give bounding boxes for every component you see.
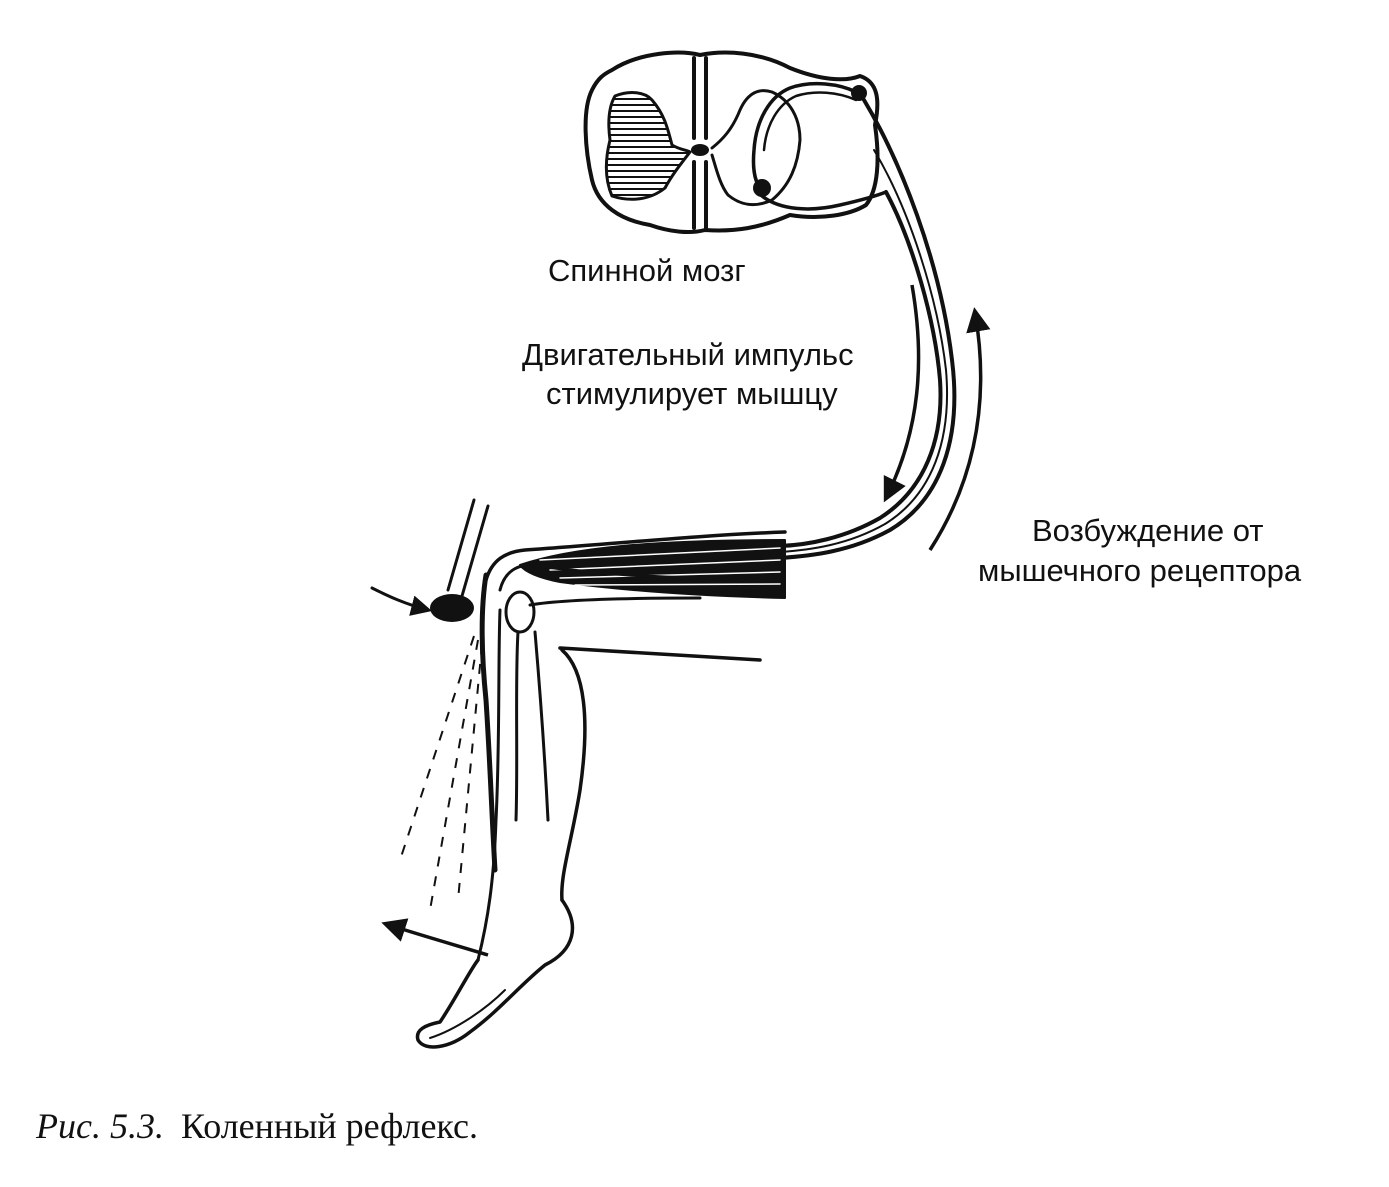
ganglion-cell-body	[851, 85, 867, 101]
hammer-handle	[446, 498, 490, 598]
reflex-hammer	[370, 498, 490, 622]
central-canal	[691, 144, 709, 156]
sensory-neuron-loop-inner	[762, 91, 858, 152]
receptor-label-line2: мышечного рецептора	[978, 553, 1302, 588]
quadriceps-muscle	[519, 539, 786, 599]
swing-dashed-line-1	[399, 635, 475, 861]
lower-leg	[415, 572, 587, 1049]
kick-direction-arrow	[381, 918, 489, 957]
sensory-neuron-loop	[751, 81, 858, 194]
grey-matter-left	[605, 91, 692, 201]
foot	[415, 898, 575, 1049]
nerve-fiber-inner	[778, 190, 943, 548]
spinal-cord-cross-section	[583, 50, 888, 235]
swing-dashed-line-3	[457, 643, 483, 901]
femur	[498, 563, 782, 607]
tibia	[514, 630, 550, 822]
thigh-top-outline	[484, 530, 787, 582]
figure-caption: Рис. 5.3. Коленный рефлекс.	[36, 1105, 478, 1147]
hammer-head	[430, 594, 474, 622]
motor-neuron-body	[753, 179, 771, 197]
swing-dashed-line-2	[429, 639, 479, 911]
anterior-median-fissure	[692, 160, 708, 230]
thigh	[484, 530, 787, 662]
motor-impulse-label-line2: стимулирует мышцу	[546, 376, 838, 411]
strike-arrow	[370, 586, 433, 616]
impulse-arrows	[883, 284, 991, 551]
spinal-cord-label: Спинной мозг	[548, 253, 746, 288]
figure-caption-text: Коленный рефлекс.	[180, 1106, 479, 1146]
leg-swing-trace	[399, 635, 483, 911]
grey-matter-right	[710, 89, 802, 207]
patellar-tendon	[479, 572, 498, 873]
motor-impulse-arrow	[883, 284, 921, 503]
sensory-impulse-arrow	[928, 307, 991, 551]
muscle-fiber-lines	[539, 547, 781, 586]
patella	[504, 590, 536, 634]
nerve-fiber-outer	[778, 98, 957, 560]
spinal-cord-outline	[583, 50, 880, 235]
ventral-root	[760, 190, 888, 211]
motor-impulse-label-line1: Двигательный импульс	[522, 337, 854, 372]
thigh-bottom-outline	[558, 646, 762, 662]
calf	[560, 648, 587, 902]
figure-reference: Рис. 5.3.	[36, 1106, 164, 1146]
reflex-arc-nerve	[778, 98, 957, 560]
nerve-fiber-middle	[779, 149, 948, 553]
posterior-median-fissure	[692, 56, 708, 140]
heel-line	[429, 989, 506, 1039]
receptor-label-line1: Возбуждение от	[1032, 513, 1264, 548]
shin-front	[476, 608, 502, 962]
